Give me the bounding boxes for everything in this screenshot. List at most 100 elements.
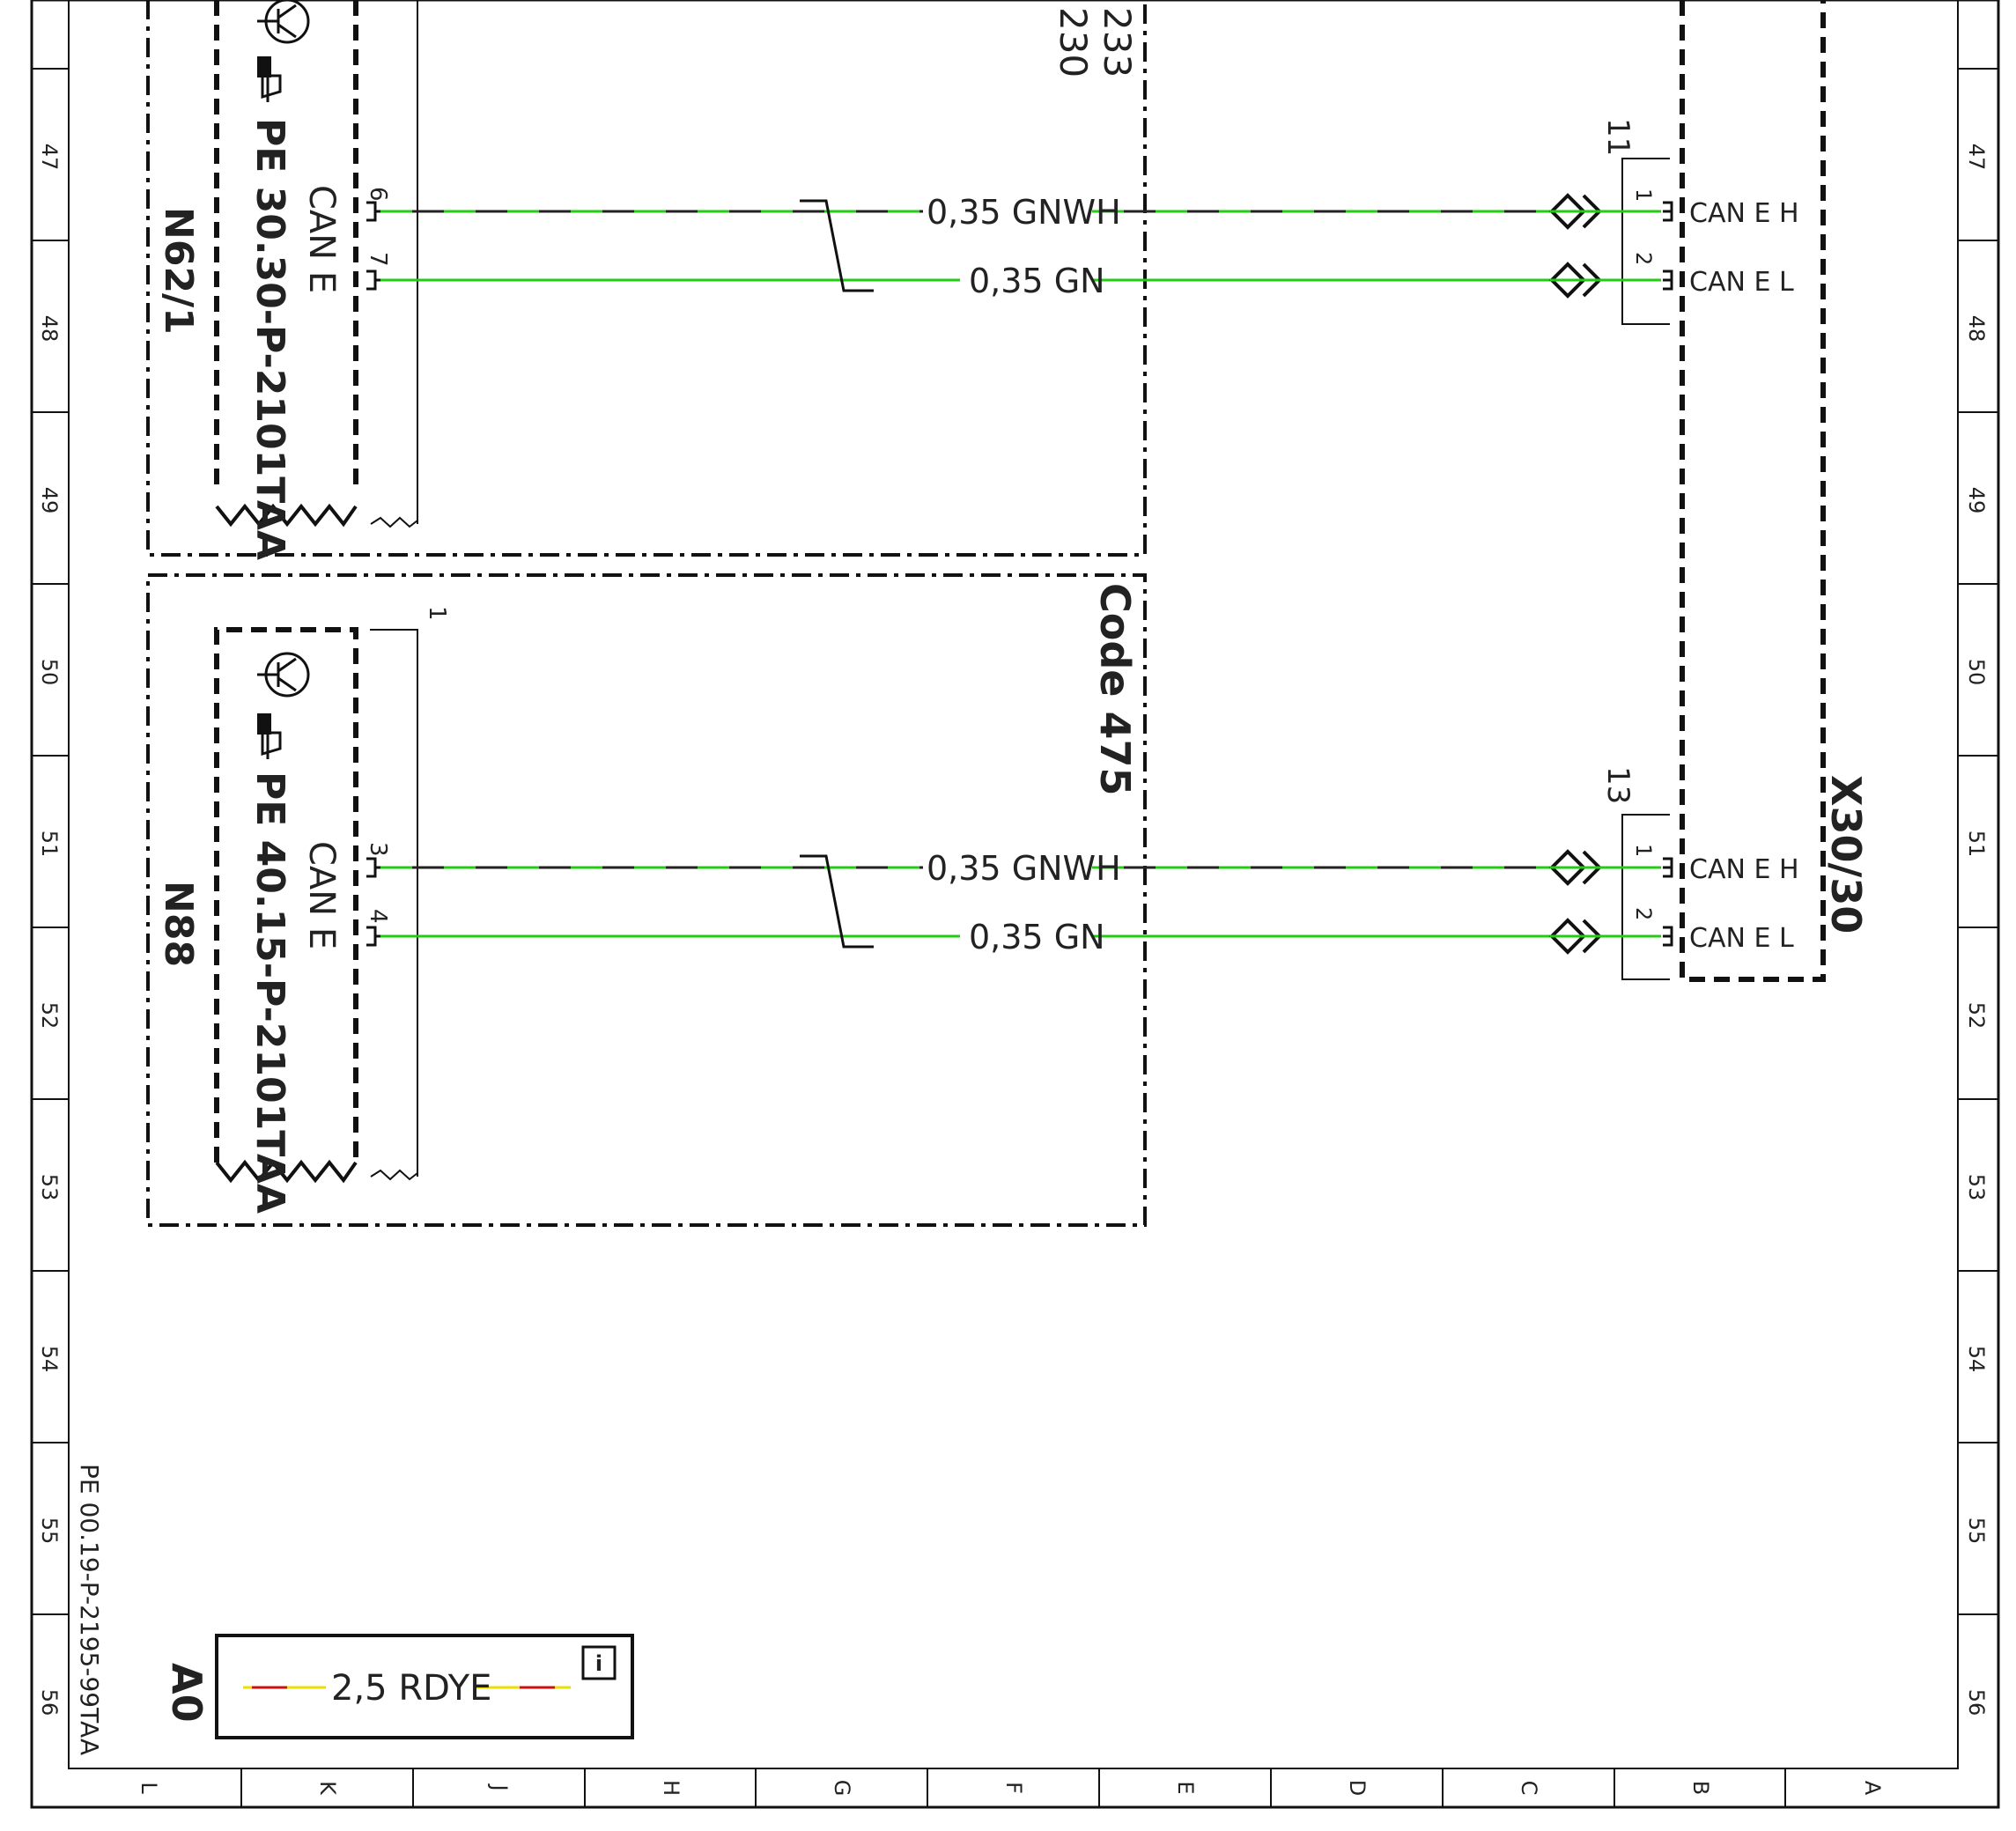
control-unit-outline [214, 627, 358, 1163]
row-label: 52 [1964, 1002, 1989, 1030]
row-numbers-left: 47 48 49 50 51 52 53 54 55 56 [37, 144, 62, 1717]
pin-terminal [366, 201, 380, 222]
legend-box [215, 1634, 634, 1739]
module-outline [146, 573, 1147, 1227]
doc-ref: PE 30.30-P-2101TAA [247, 118, 292, 560]
pin-high: 3 [365, 842, 391, 857]
pin-number: 2 [1631, 252, 1656, 265]
row-label: 50 [37, 659, 62, 686]
can-l-label: CAN E L [1689, 267, 1794, 298]
pin-low: 7 [365, 252, 391, 267]
twisted-pair-marker [800, 854, 874, 949]
module-id: N62/1 [156, 207, 201, 335]
can-l-label: CAN E L [1689, 923, 1794, 954]
transistor-icon [257, 652, 310, 698]
module-n62: PE 30.30-P-2101TAA N62/1 CAN E 6 7 [146, 0, 1147, 560]
pin-terminal [366, 857, 380, 878]
row-label: 56 [1964, 1689, 1989, 1717]
inner-frame [68, 0, 1959, 1769]
column-label: D [1345, 1780, 1370, 1796]
code-label: Code 475 [1091, 583, 1139, 796]
pin-high: 6 [365, 187, 391, 202]
column-label: C [1517, 1781, 1541, 1796]
pin-number: 2 [1631, 907, 1656, 920]
can-h-label: CAN E H [1689, 854, 1799, 885]
column-label: E [1173, 1781, 1198, 1794]
row-label: 47 [37, 144, 62, 171]
cut-edge-small [370, 516, 418, 528]
wire-label-gn: 0,35 GN [969, 918, 1105, 956]
cut-edge [215, 1159, 358, 1184]
plug-connector-icon [1549, 193, 1673, 230]
row-label: 47 [1964, 144, 1989, 171]
row-label: 52 [37, 1002, 62, 1030]
row-numbers-right: 47 48 49 50 51 52 53 54 55 56 [1964, 144, 1989, 1717]
hand-pointer-icon [257, 56, 282, 102]
plug-connector-icon [1549, 262, 1673, 299]
row-label: 53 [37, 1174, 62, 1201]
wire-pair-lower: 0,35 GNWH 0,35 GN [380, 849, 1550, 956]
bus-label: CAN E [301, 841, 342, 949]
row-label: 49 [37, 487, 62, 514]
info-icon[interactable]: i [581, 1645, 617, 1680]
connector-outline [1680, 0, 1826, 982]
module-n88: 1 PE 40.15-P-2101TAA N88 CAN E Code 475 … [146, 573, 1147, 1227]
outer-frame [30, 0, 2000, 1809]
pin-number: 1 [1631, 844, 1656, 857]
cut-edge [215, 503, 358, 528]
row-label: 55 [37, 1517, 62, 1545]
legend-id: A0 [163, 1663, 210, 1723]
group-number: 13 [1600, 766, 1636, 804]
svg-text:i: i [595, 1651, 602, 1676]
bus-label: CAN E [301, 185, 342, 293]
row-label: 50 [1964, 659, 1989, 686]
footer-doc-ref: PE 00.19-P-2195-99TAA [75, 1464, 104, 1755]
wire-label-gn: 0,35 GN [969, 262, 1105, 300]
hand-pointer-icon [257, 713, 282, 759]
bracket-line [370, 629, 418, 1177]
pin-group-bracket [1621, 814, 1670, 980]
row-ruler [32, 68, 1998, 1615]
row-label: 49 [1964, 487, 1989, 514]
connector-id: X30/30 [1822, 775, 1870, 934]
column-letters: L K J H G F E D C B A [137, 1780, 1885, 1797]
header-refs: 233 230 [1052, 7, 1139, 78]
column-label: K [315, 1781, 340, 1796]
ref-top: 233 [1096, 7, 1139, 78]
row-label: 55 [1964, 1517, 1989, 1545]
pin-low: 4 [365, 909, 391, 924]
row-label: 51 [1964, 831, 1989, 858]
column-label: H [659, 1780, 683, 1796]
pin-terminal [366, 269, 380, 291]
wire-label-gnwh: 0,35 GNWH [927, 193, 1121, 232]
group-number: 11 [1600, 118, 1636, 156]
row-label: 48 [37, 315, 62, 343]
plug-connector-icon [1549, 849, 1673, 886]
column-label: B [1688, 1781, 1713, 1795]
column-ruler [240, 1768, 1786, 1807]
row-label: 48 [1964, 315, 1989, 343]
pin-group-bracket [1621, 158, 1670, 325]
connector-x30: X30/30 11 1 2 CAN E H CAN E L 13 1 2 [1549, 0, 1870, 982]
pin-number: 1 [1631, 188, 1656, 202]
can-h-label: CAN E H [1689, 198, 1799, 229]
column-label: J [487, 1783, 512, 1790]
doc-ref: PE 40.15-P-2101TAA [247, 772, 292, 1214]
twisted-pair-marker [800, 199, 874, 292]
ref-bottom: 230 [1052, 7, 1095, 78]
cut-edge-small [370, 1169, 418, 1181]
control-unit-outline [214, 0, 358, 493]
row-label: 54 [37, 1346, 62, 1373]
bracket-pin: 1 [424, 606, 450, 621]
transistor-icon [257, 0, 310, 44]
wire-label-gnwh: 0,35 GNWH [927, 849, 1121, 888]
legend-a0: A0 2,5 RDYE i [163, 1634, 634, 1739]
wire-pair-upper: 0,35 GNWH 0,35 GN [380, 193, 1550, 300]
row-label: 51 [37, 831, 62, 858]
row-label: 53 [1964, 1174, 1989, 1201]
column-label: F [1001, 1782, 1026, 1794]
column-label: L [137, 1782, 161, 1794]
pin-terminal [366, 926, 380, 947]
legend-wire-label: 2,5 RDYE [331, 1668, 491, 1709]
plug-connector-icon [1549, 918, 1673, 955]
